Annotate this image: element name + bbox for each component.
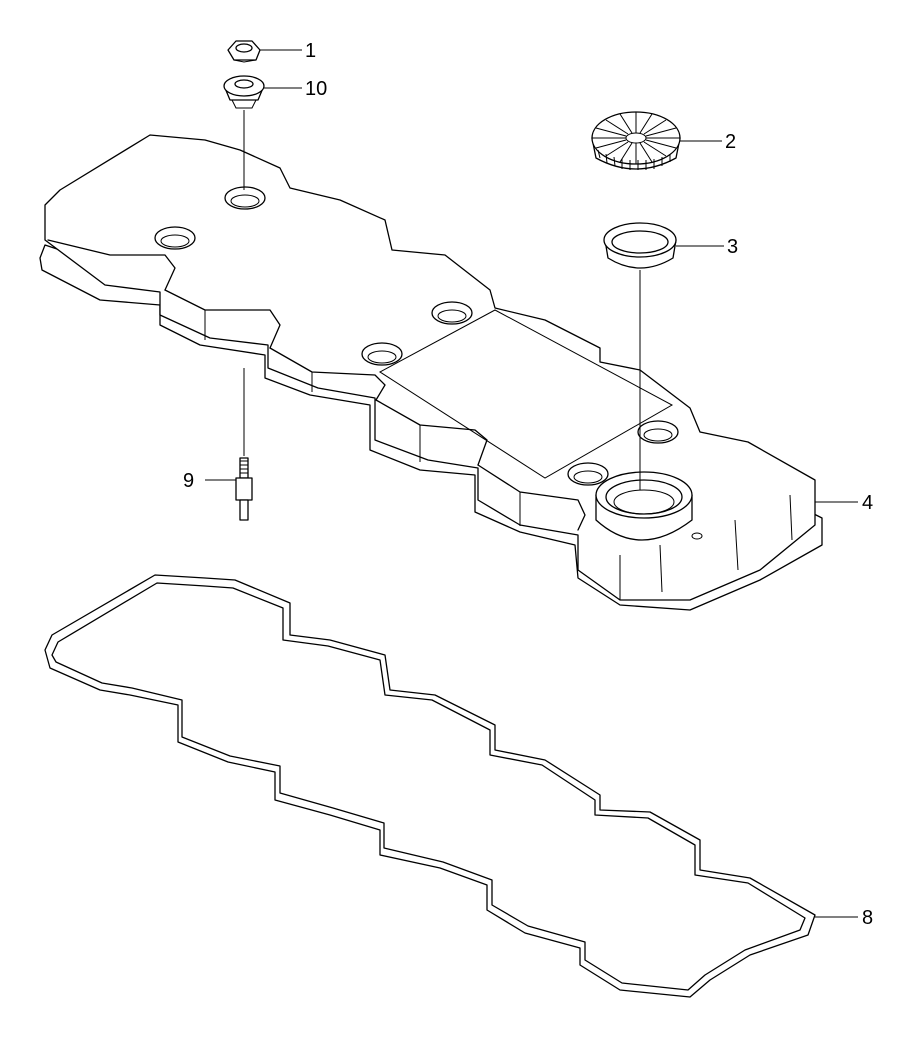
- stud-part-9: [235, 457, 253, 521]
- grommet-part-10: [223, 75, 265, 109]
- callout-9: 9: [183, 470, 194, 492]
- callout-2: 2: [725, 131, 736, 153]
- valve-cover-part-4: [39, 134, 823, 611]
- nut-part-1: [227, 40, 261, 63]
- callout-10: 10: [305, 78, 327, 100]
- gasket-part-8: [44, 574, 816, 998]
- callout-3: 3: [727, 236, 738, 258]
- leader-lines: [205, 49, 858, 918]
- callout-labels: 1 10 2 3 4 9 8: [183, 40, 873, 929]
- callout-1: 1: [305, 40, 316, 62]
- callout-4: 4: [862, 492, 873, 514]
- filler-cap-part-2: [591, 111, 681, 170]
- seal-ring-part-3: [603, 222, 677, 269]
- callout-8: 8: [862, 907, 873, 929]
